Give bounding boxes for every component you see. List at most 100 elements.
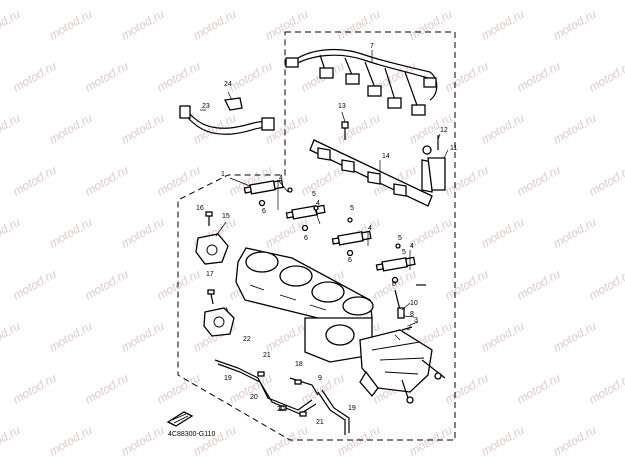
watermark-text: motod.ru [479,215,527,251]
watermark-text: motod.ru [443,59,491,95]
watermark-text: motod.ru [191,7,239,43]
watermark-text: motod.ru [155,163,203,199]
callout-21: 21 [316,419,324,426]
watermark-text: motod.ru [551,319,599,355]
figure-code: 4C88300-G110 [168,431,215,438]
watermark-text: motod.ru [587,59,625,95]
watermark-text: motod.ru [83,267,131,303]
watermark-text: motod.ru [515,267,563,303]
watermark-text: motod.ru [479,423,527,459]
callout-2: 2 [407,325,411,332]
watermark-text: motod.ru [443,267,491,303]
watermark-text: motod.ru [227,59,275,95]
callout-4: 4 [316,200,320,207]
watermark-text: motod.ru [191,111,239,147]
watermark-text: motod.ru [47,215,95,251]
watermark-text: motod.ru [587,371,625,407]
watermark-text: motod.ru [587,267,625,303]
watermark-text: motod.ru [155,267,203,303]
callout-12: 12 [440,127,448,134]
callout-19: 19 [348,405,356,412]
watermark-text: motod.ru [11,163,59,199]
callout-15: 15 [222,213,230,220]
watermark-text: motod.ru [335,7,383,43]
watermark-text: motod.ru [119,215,167,251]
watermark-text: motod.ru [11,267,59,303]
watermark-text: motod.ru [83,59,131,95]
callout-22: 22 [243,336,251,343]
watermark-text: motod.ru [263,215,311,251]
watermark-text: motod.ru [479,7,527,43]
watermark-text: motod.ru [551,215,599,251]
watermark-text: motod.ru [299,371,347,407]
watermark-text: motod.ru [407,423,455,459]
watermark-text: motod.ru [0,423,23,459]
watermark-text: motod.ru [443,371,491,407]
callout-5: 5 [402,249,406,256]
callout-16: 16 [196,205,204,212]
watermark-text: motod.ru [47,111,95,147]
callout-20: 20 [250,394,258,401]
watermark-text: motod.ru [515,163,563,199]
watermark-text: motod.ru [587,163,625,199]
callout-20: 20 [277,406,285,413]
watermark-text: motod.ru [443,163,491,199]
watermark-text: motod.ru [83,371,131,407]
watermark-text: motod.ru [227,371,275,407]
watermark-text: motod.ru [119,7,167,43]
callout-24: 24 [224,81,232,88]
watermark-text: motod.ru [551,7,599,43]
watermark-text: motod.ru [191,423,239,459]
callout-11: 11 [450,145,457,152]
watermark-text: motod.ru [0,111,23,147]
watermark-text: motod.ru [227,163,275,199]
watermark-text: motod.ru [263,7,311,43]
watermark-text: motod.ru [551,111,599,147]
watermark-text: motod.ru [335,423,383,459]
watermark-text: motod.ru [515,59,563,95]
watermark-text: motod.ru [11,371,59,407]
watermark-text: motod.ru [47,319,95,355]
watermark-text: motod.ru [479,111,527,147]
callout-17: 17 [206,271,214,278]
watermark-text: motod.ru [515,371,563,407]
callout-5: 5 [312,191,316,198]
watermark-text: motod.ru [0,215,23,251]
watermark-text: motod.ru [47,423,95,459]
callout-14: 14 [382,153,390,160]
watermark-text: motod.ru [47,7,95,43]
watermark-text: motod.ru [119,111,167,147]
callout-1: 1 [221,171,225,178]
callout-4: 4 [279,175,283,182]
watermark-layer: motod.ru motod.ru motod.ru motod.ru motod.ru… [0,7,625,459]
callout-3: 3 [414,317,418,324]
watermark-text: motod.ru [0,319,23,355]
watermark-text: motod.ru [0,7,23,43]
sensors [196,234,234,336]
watermark-text: motod.ru [119,423,167,459]
callout-4: 4 [410,243,414,250]
watermark-text: motod.ru [299,163,347,199]
callout-7: 7 [370,43,374,50]
callout-9: 9 [318,375,322,382]
callout-4: 4 [368,225,372,232]
watermark-text: motod.ru [119,319,167,355]
stamp-icon [168,412,192,426]
callout-5: 5 [398,235,402,242]
watermark-text: motod.ru [407,7,455,43]
watermark-text: motod.ru [83,163,131,199]
watermark-text: motod.ru [263,319,311,355]
callout-6: 6 [262,208,266,215]
callout-5: 5 [350,205,354,212]
watermark-text: motod.ru [479,319,527,355]
callout-21: 21 [263,352,271,359]
callout-10: 10 [410,300,418,307]
callout-18: 18 [295,361,303,368]
watermark-text: motod.ru [155,59,203,95]
callout-6: 6 [304,235,308,242]
callout-6: 6 [348,257,352,264]
watermark-text: motod.ru [11,59,59,95]
watermark-text: motod.ru [155,371,203,407]
